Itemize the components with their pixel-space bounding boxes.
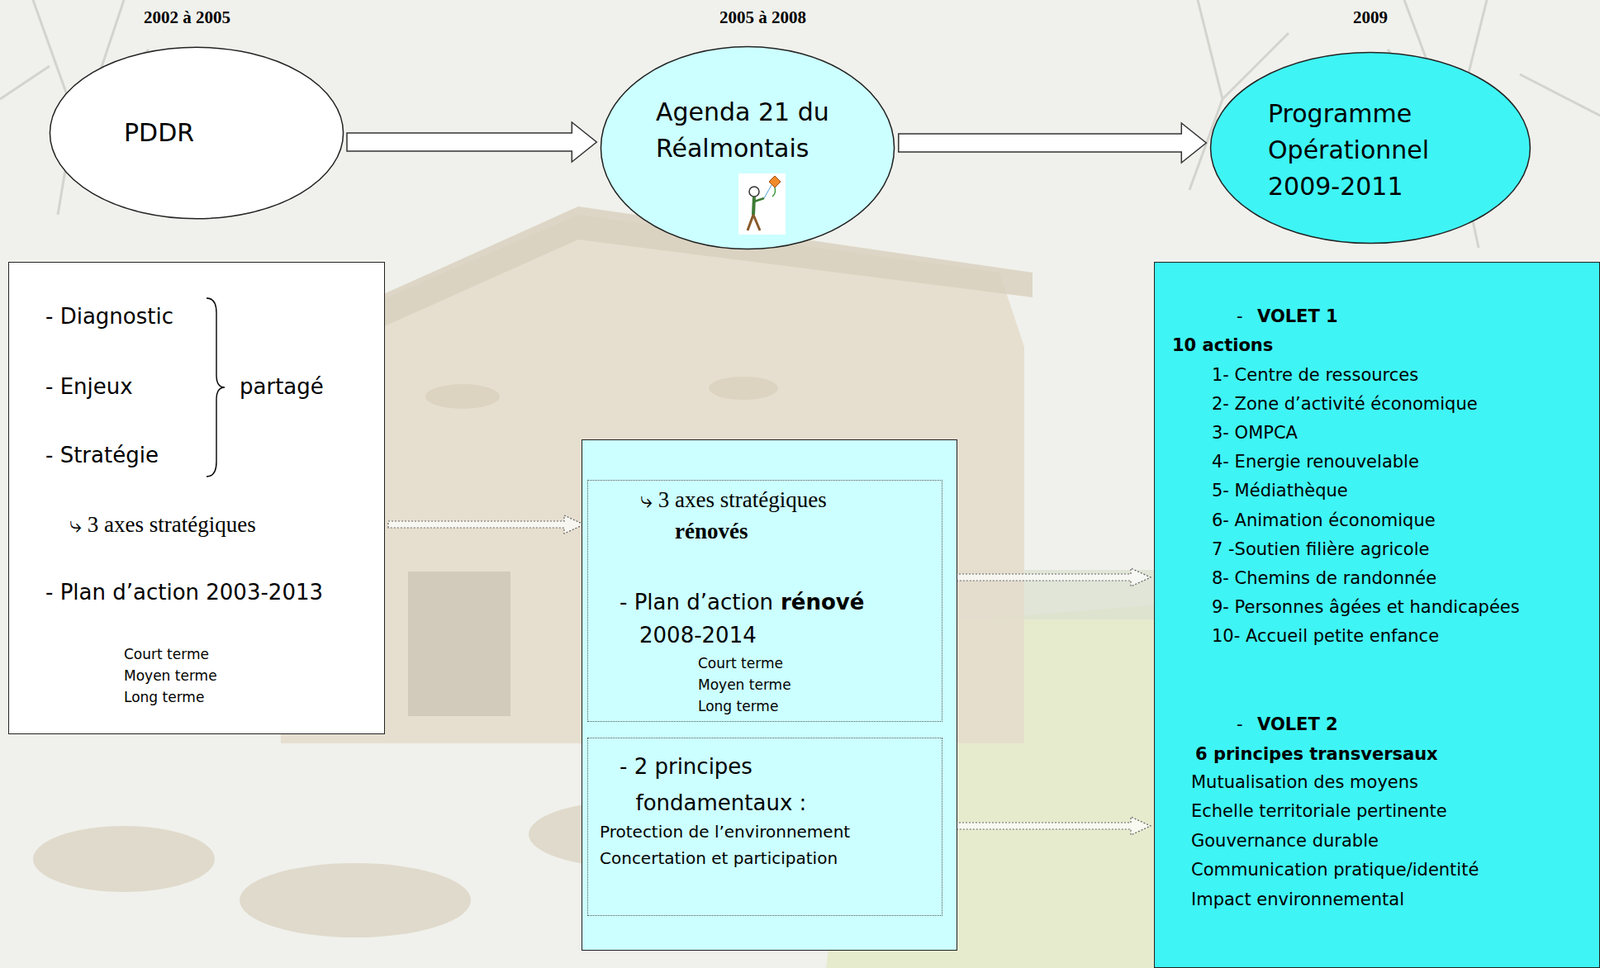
node-text: ⤷ 3 axes stratégiques: [69, 510, 257, 539]
node-text: 10- Accueil petite enfance: [1211, 625, 1439, 647]
node-text: 2008-2014: [639, 621, 757, 650]
figure-head: [749, 186, 760, 197]
kite-tail: [772, 187, 776, 197]
node-text: VOLET 2: [1257, 713, 1339, 736]
node-text: - 2 principes fondamentaux :: [619, 748, 884, 822]
node-text: Moyen terme: [123, 666, 218, 685]
node-text: Court terme: [697, 654, 784, 673]
agenda21-box: ⤷ 3 axes stratégiques rénovés - Plan d’act…: [581, 439, 958, 951]
node-text: Long terme: [123, 688, 205, 707]
agenda21-ellipse: Agenda 21 du Réalmontais: [599, 45, 896, 251]
kite-string: [764, 185, 772, 199]
ellipse-outline: [600, 46, 894, 249]
stone: [425, 384, 500, 409]
ellipse-outline: [1210, 52, 1531, 243]
node-text: 1- Centre de ressources: [1211, 364, 1419, 386]
node-text: partagé: [239, 372, 324, 401]
curly-brace: [204, 296, 227, 479]
dotted-arrow: [945, 816, 1151, 836]
node-text: 2- Zone d’activité économique: [1211, 393, 1478, 415]
node-text: - Stratégie: [45, 441, 159, 470]
node-text: Concertation et participation: [599, 847, 838, 869]
node-text: Impact environnemental: [1191, 888, 1405, 911]
node-text: - Plan d’action 2003-2013: [45, 575, 368, 609]
period-label: 2009: [1353, 6, 1388, 29]
period-label: 2005 à 2008: [719, 6, 807, 29]
block-arrow: [346, 122, 597, 162]
node-text: PDDR: [123, 114, 195, 152]
node-text: 10 actions: [1172, 334, 1273, 357]
period-label: 2002 à 2005: [143, 6, 231, 29]
node-text: 3- OMPCA: [1211, 422, 1298, 444]
pddr-box: - Diagnostic - Enjeux - Stratégie partagé ⤷ …: [8, 261, 385, 735]
node-text: - Plan d’action: [619, 588, 774, 617]
node-text: Long terme: [697, 697, 779, 716]
node-text: -: [1236, 305, 1244, 328]
node-text: - Enjeux: [45, 372, 133, 401]
node-text: -: [1236, 713, 1244, 736]
stone: [239, 863, 471, 938]
node-text: Moyen terme: [697, 675, 792, 694]
stone: [708, 376, 779, 400]
node-text: Programme Opérationnel 2009-2011: [1267, 95, 1500, 205]
stone: [33, 826, 215, 893]
block-arrow: [898, 123, 1207, 163]
node-text: ⤷ 3 axes stratégiques: [640, 485, 827, 514]
programme-box: -VOLET 110 actions1- Centre de ressource…: [1153, 261, 1600, 968]
node-text: Court terme: [123, 645, 209, 664]
dotted-arrow: [388, 515, 584, 534]
node-text: Echelle territoriale pertinente: [1191, 800, 1448, 822]
node-text: 4- Energie renouvelable: [1211, 451, 1420, 473]
brace-path: [206, 298, 225, 477]
node-text: 9- Personnes âgées et handicapées: [1211, 596, 1520, 618]
icon-ground: [738, 173, 786, 235]
node-text: 5- Médiathèque: [1211, 479, 1349, 502]
node-text: rénovés: [674, 517, 748, 546]
hut-door: [408, 571, 511, 717]
node-text: Communication pratique/identité: [1191, 859, 1479, 881]
principles-dotted-box: - 2 principes fondamentaux :Protection d…: [587, 737, 943, 917]
node-text: 8- Chemins de randonnée: [1211, 567, 1437, 589]
node-text: - Diagnostic: [45, 302, 174, 331]
node-text: Protection de l’environnement: [599, 821, 850, 843]
node-text: rénové: [780, 588, 865, 617]
figure-arm: [754, 198, 765, 202]
figure-legs: [747, 214, 760, 231]
node-text: Gouvernance durable: [1191, 830, 1379, 852]
pddr-ellipse: PDDR: [48, 46, 345, 220]
node-text: 7 -Soutien filière agricole: [1211, 538, 1430, 561]
node-text: 6- Animation économique: [1211, 509, 1436, 532]
dotted-arrow: [945, 568, 1151, 587]
ellipse-outline: [49, 47, 343, 219]
axes-dotted-box: ⤷ 3 axes stratégiques rénovés - Plan d’act…: [587, 479, 943, 722]
node-text: 6 principes transversaux: [1195, 743, 1439, 765]
programme-ellipse: Programme Opérationnel 2009-2011: [1209, 51, 1532, 245]
agenda21-icon: [738, 173, 786, 235]
node-text: VOLET 1: [1257, 305, 1339, 328]
node-text: Agenda 21 du Réalmontais: [655, 94, 863, 167]
ellipse-shape: [48, 46, 345, 220]
figure-body: [753, 196, 755, 215]
node-text: Mutualisation des moyens: [1191, 771, 1419, 793]
